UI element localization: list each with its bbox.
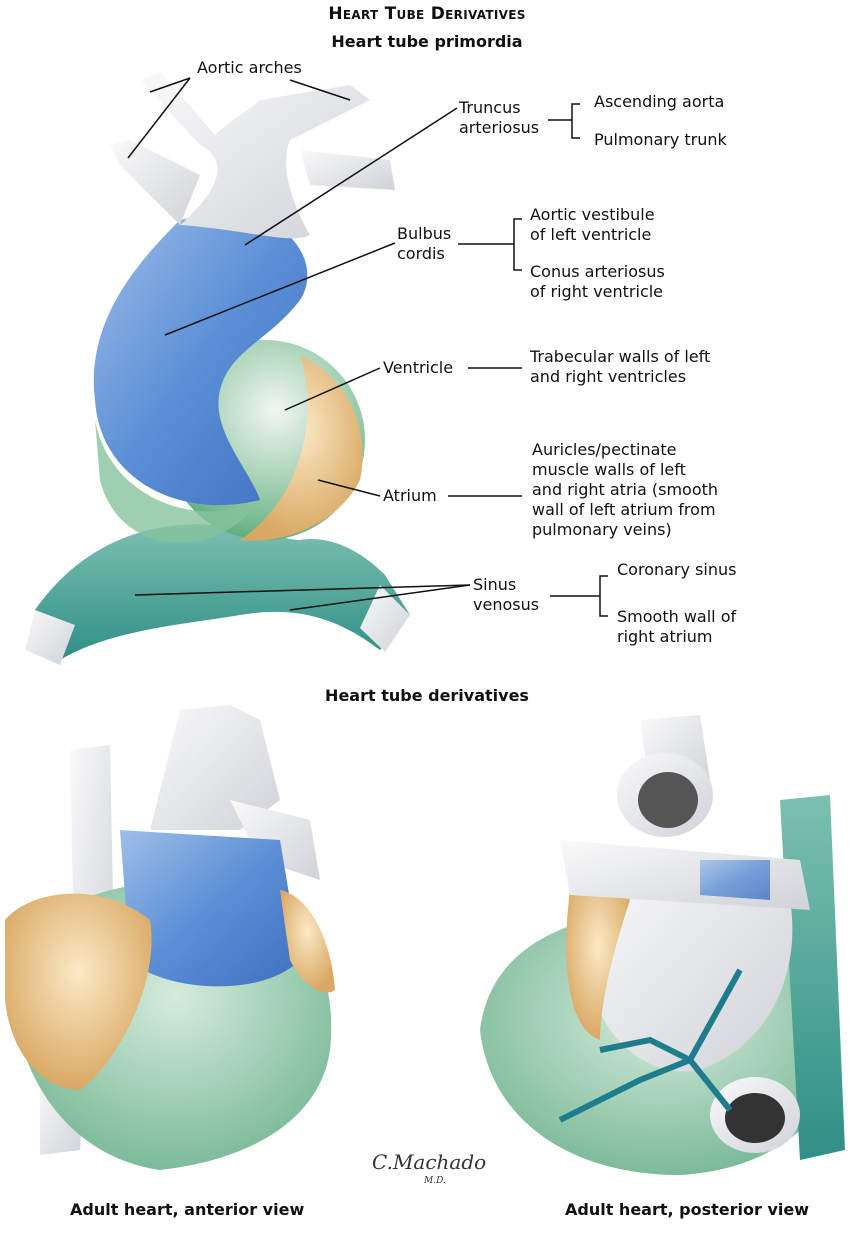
caption-posterior-view: Adult heart, posterior view [565,1200,809,1219]
derivative-smooth-wall: Smooth wall of right atrium [617,607,737,646]
signature-suffix: M.D. [424,1176,446,1186]
derivative-aortic-vestibule: Aortic vestibule of left ventricle [530,205,655,244]
derivative-ascending-aorta: Ascending aorta [594,92,725,111]
leader-lines [127,77,608,617]
bulbus-cordis-shape [93,210,308,506]
label-sinus-venosus: Sinus venosus [473,575,540,614]
label-truncus-arteriosus: Truncus arteriosus [459,98,540,137]
page-title: Heart Tube Derivatives [328,4,526,24]
label-aortic-arches: Aortic arches [197,58,302,77]
label-atrium: Atrium [383,486,437,505]
derivative-trabecular-walls: Trabecular walls of left and right ventr… [530,347,711,386]
sinus-venosus-shape [25,524,410,665]
derivative-auricles: Auricles/pectinate muscle walls of left … [532,440,719,539]
signature-name: C.Machado [372,1150,487,1174]
derivative-coronary-sinus: Coronary sinus [617,560,737,579]
posterior-heart [480,715,845,1175]
derivative-conus-arteriosus: Conus arteriosus of right ventricle [530,262,665,301]
primordia-heading: Heart tube primordia [331,32,523,51]
atrium-shape [240,355,363,541]
derivatives-heading: Heart tube derivatives [325,686,529,705]
derivative-pulmonary-trunk: Pulmonary trunk [594,130,727,149]
anterior-heart [5,705,335,1170]
caption-anterior-view: Adult heart, anterior view [70,1200,305,1219]
label-bulbus-cordis: Bulbus cordis [397,224,452,263]
label-ventricle: Ventricle [383,358,454,377]
truncus-arteriosus-shape [110,72,395,239]
